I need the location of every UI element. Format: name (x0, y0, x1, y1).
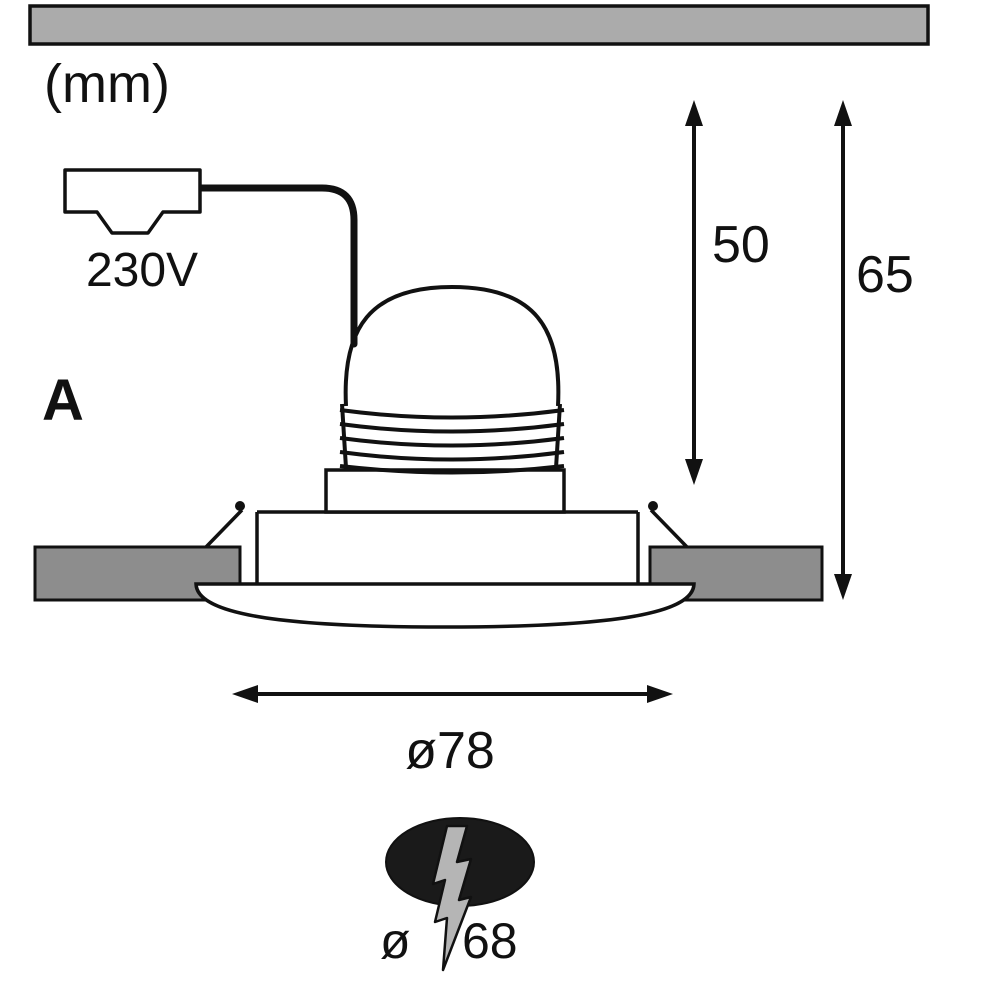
clip-screw-left (235, 501, 245, 511)
cutout-label-prefix: ø (380, 913, 411, 969)
cutout-label-value: 68 (462, 913, 518, 969)
lamp-dome (343, 284, 561, 407)
voltage-label: 230V (86, 244, 198, 297)
lamp-thread (339, 403, 565, 475)
dim-arrow-65 (834, 100, 852, 600)
fixture-housing (255, 510, 640, 584)
dim-label-50: 50 (712, 216, 770, 274)
dim-label-65: 65 (856, 246, 914, 304)
variant-label: A (42, 368, 84, 433)
connector-plug (63, 168, 202, 235)
dim-arrow-78 (232, 685, 673, 703)
lamp-socket (324, 468, 566, 514)
ceiling-bar (28, 4, 930, 46)
dim-label-78: ø78 (405, 722, 495, 780)
ceiling-section-left (33, 545, 242, 602)
ceiling-section-right (648, 545, 824, 602)
dim-arrow-50 (685, 100, 703, 485)
drill-bolt-icon (431, 824, 473, 972)
power-cable (196, 184, 358, 348)
clip-screw-right (648, 501, 658, 511)
unit-label: (mm) (44, 54, 170, 114)
cutout-label: ø 68 (380, 913, 518, 969)
trim-ring (194, 582, 696, 629)
